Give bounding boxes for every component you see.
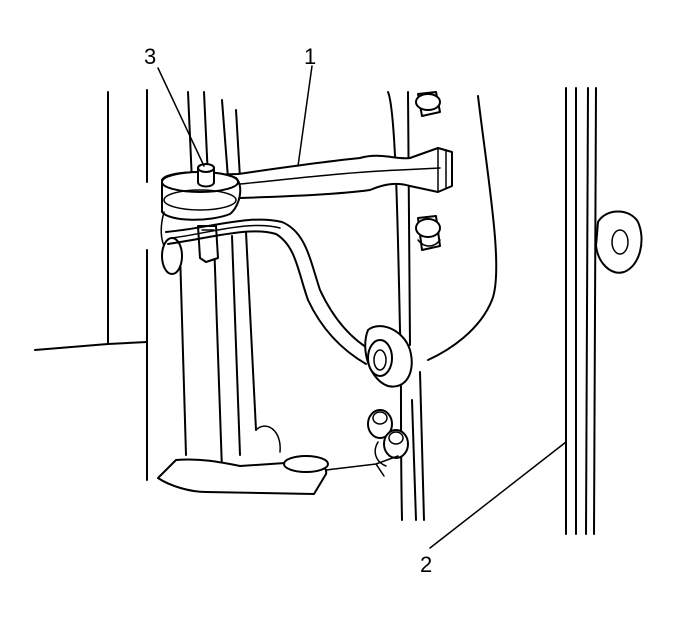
hinge-pillar xyxy=(179,91,281,471)
leader-line-3 xyxy=(157,67,205,167)
body-bolt-lower xyxy=(415,215,441,251)
callout-1: 1 xyxy=(304,44,316,69)
door-trim-panel xyxy=(34,89,148,481)
leader-line-1 xyxy=(297,65,313,167)
wiring-harness xyxy=(165,218,375,365)
harness-grommet xyxy=(364,325,413,388)
callout-2: 2 xyxy=(420,552,432,577)
hinge-pin xyxy=(197,163,215,188)
body-rear-edge xyxy=(565,87,597,535)
lower-hinge-bracket xyxy=(157,455,399,495)
lower-hinge-bolt-upper xyxy=(367,409,393,439)
callout-leaders xyxy=(157,65,567,549)
body-bolt-upper xyxy=(415,91,441,117)
callout-3: 3 xyxy=(144,44,156,69)
leader-line-2 xyxy=(429,441,567,549)
body-side-bumper xyxy=(595,210,643,274)
lower-hinge-bolt-lower xyxy=(374,429,409,467)
